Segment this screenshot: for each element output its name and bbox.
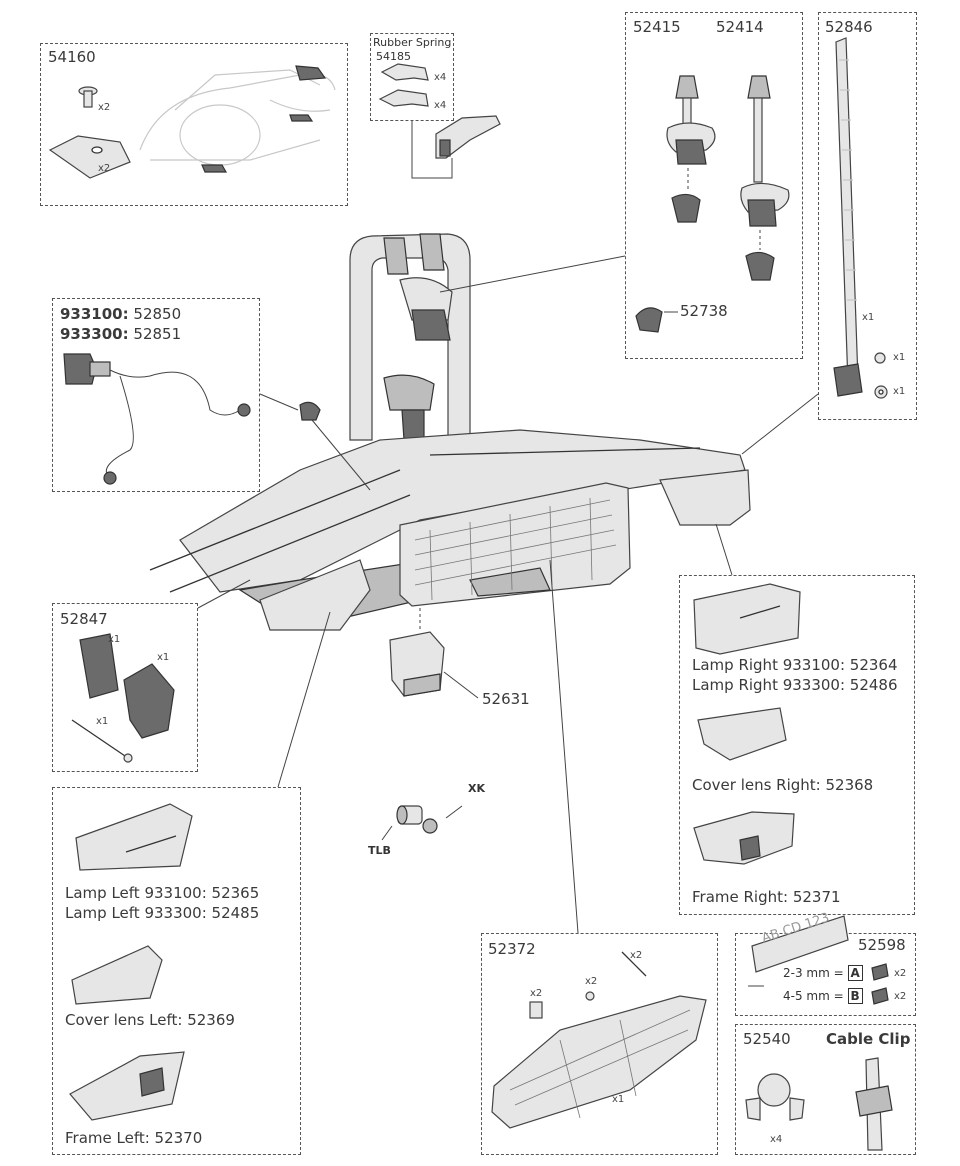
code-933100: 933100: <box>60 305 129 323</box>
clips-52540 <box>745 1057 893 1151</box>
letter-b: B <box>847 988 863 1004</box>
leader-arms <box>439 255 626 293</box>
label-52846: 52846 <box>825 18 873 36</box>
label-933300-52851: 933300: 52851 <box>60 325 181 343</box>
qty-52846-washer: x1 <box>893 386 906 397</box>
box-52846 <box>818 12 917 420</box>
range-b: 4-5 mm = <box>783 989 844 1003</box>
label-tlb: TLB <box>368 844 391 857</box>
pad-52738 <box>635 307 663 333</box>
label-lamp-left-2: Lamp Left 933300: 52485 <box>65 904 260 922</box>
plate-52598 <box>748 915 889 1005</box>
qty-54185-b: x4 <box>434 100 447 111</box>
qty-54185-a: x4 <box>434 72 447 83</box>
bolt-54160 <box>78 86 98 108</box>
box-52372 <box>481 933 718 1155</box>
label-52414: 52414 <box>716 18 764 36</box>
label-52598: 52598 <box>858 936 906 954</box>
label-52847: 52847 <box>60 610 108 628</box>
lamp-right-parts <box>693 583 801 865</box>
label-54185: 54185 <box>376 50 411 63</box>
car-sketch <box>139 65 336 173</box>
box-52850 <box>52 298 260 492</box>
main-carrier-assembly <box>149 233 751 631</box>
qty-54160-bolt: x2 <box>98 102 111 113</box>
parts-52847 <box>71 633 175 763</box>
cable-52850 <box>63 353 251 485</box>
leader-cable <box>259 393 299 411</box>
label-lamp-right-1: Lamp Right 933100: 52364 <box>692 656 898 674</box>
qty-52372-plate: x1 <box>612 1094 625 1105</box>
lock-and-key <box>381 805 463 841</box>
label-rubber-spring: Rubber Spring <box>373 36 452 49</box>
qty-52846-screw: x1 <box>893 352 906 363</box>
license-plate-grid-lines <box>414 497 617 601</box>
bracket-52631 <box>389 608 445 697</box>
label-52540: 52540 <box>743 1030 791 1048</box>
qty-52847-c: x1 <box>96 716 109 727</box>
arm-52414 <box>740 75 790 281</box>
range-a: 2-3 mm = <box>783 966 844 980</box>
rubber-spring-parts <box>378 63 429 107</box>
label-lamp-right-2: Lamp Right 933300: 52486 <box>692 676 898 694</box>
box-52415-52414 <box>625 12 803 359</box>
box-54185 <box>370 33 454 121</box>
qty-shim-a: x2 <box>894 968 907 979</box>
label-frame-right: Frame Right: 52371 <box>692 888 841 906</box>
qty-52540: x4 <box>770 1134 783 1145</box>
label-cover-lens-left: Cover lens Left: 52369 <box>65 1011 235 1029</box>
qty-52847-a: x1 <box>108 634 121 645</box>
qty-52846-strap: x1 <box>862 312 875 323</box>
box-lamp-left <box>52 787 301 1155</box>
leader-52631 <box>443 671 479 699</box>
qty-52372-bolt: x2 <box>530 988 543 999</box>
qty-54160-plate: x2 <box>98 163 111 174</box>
part-52851: 52851 <box>133 325 182 343</box>
label-54160: 54160 <box>48 48 96 66</box>
arm-52415 <box>666 75 716 223</box>
label-xk: XK <box>468 782 486 795</box>
qty-52372-washer: x2 <box>585 976 598 987</box>
box-lamp-right <box>679 575 915 915</box>
clamp-handle <box>435 115 501 159</box>
qty-52372-screw: x2 <box>630 950 643 961</box>
box-52540 <box>735 1024 916 1155</box>
leader-strap <box>741 393 819 455</box>
box-52847 <box>52 603 198 772</box>
letter-a: A <box>847 965 863 981</box>
leader-52847 <box>197 579 251 609</box>
label-52738: 52738 <box>680 302 728 320</box>
shim-b-row: 4-5 mm = B <box>783 988 863 1004</box>
screw-washer-52846 <box>874 352 888 399</box>
code-933300: 933300: <box>60 325 129 343</box>
label-52631: 52631 <box>482 690 530 708</box>
label-frame-left: Frame Left: 52370 <box>65 1129 203 1147</box>
plate-parts-52372 <box>491 951 707 1129</box>
label-lamp-left-1: Lamp Left 933100: 52365 <box>65 884 260 902</box>
qty-shim-b: x2 <box>894 991 907 1002</box>
plate-54160 <box>48 135 131 179</box>
label-cover-lens-right: Cover lens Right: 52368 <box>692 776 874 794</box>
strap-52846 <box>833 37 863 397</box>
label-cable-clip: Cable Clip <box>826 1030 911 1048</box>
qty-52847-b: x1 <box>157 652 170 663</box>
box-54160 <box>40 43 348 206</box>
leader-lamp-left <box>277 611 331 788</box>
label-52415: 52415 <box>633 18 681 36</box>
lamp-left-parts <box>69 803 193 1121</box>
leader-lamp-right <box>715 523 733 576</box>
shim-a-row: 2-3 mm = A <box>783 965 863 981</box>
leader-52372 <box>549 559 579 934</box>
label-933100-52850: 933100: 52850 <box>60 305 181 323</box>
part-52850: 52850 <box>133 305 182 323</box>
label-52372: 52372 <box>488 940 536 958</box>
